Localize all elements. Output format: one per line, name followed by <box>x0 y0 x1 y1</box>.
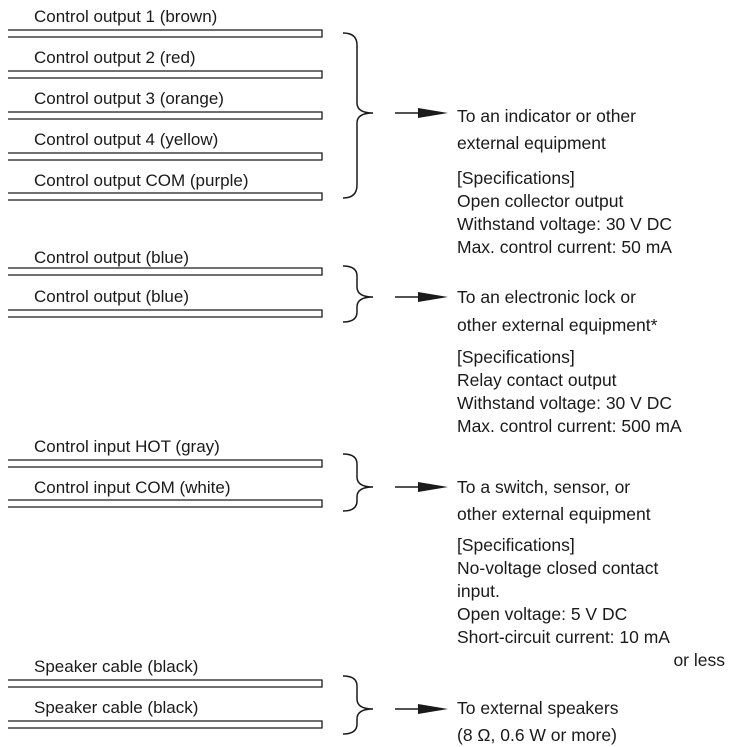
group-relay-outputs: Control output (blue) Control output (bl… <box>8 248 682 436</box>
spec-heading: [Specifications] <box>457 535 575 555</box>
group-brace <box>342 32 374 199</box>
wire-line <box>8 111 323 120</box>
arrow-head-icon <box>418 482 448 492</box>
group-control-inputs: Control input HOT (gray) Control input C… <box>8 437 725 670</box>
arrow-head-icon <box>418 292 448 302</box>
wire-line <box>8 309 323 318</box>
arrow-head-icon <box>418 704 448 714</box>
spec-line: input. <box>457 581 500 601</box>
destination-line: other external equipment <box>457 504 651 524</box>
wire-line <box>8 70 323 79</box>
group-brace <box>342 265 374 323</box>
wire-label: Control output 3 (orange) <box>34 89 224 108</box>
wire-label: Speaker cable (black) <box>34 698 198 717</box>
spec-heading: [Specifications] <box>457 347 575 367</box>
destination-line: To an indicator or other <box>457 106 636 126</box>
wire-line <box>8 720 323 729</box>
destination-line: external equipment <box>457 133 606 153</box>
group-brace <box>342 453 374 512</box>
spec-line: Max. control current: 50 mA <box>457 237 672 257</box>
spec-line: No-voltage closed contact <box>457 558 658 578</box>
group-brace <box>342 675 374 735</box>
wire-line <box>8 192 323 201</box>
group-control-outputs: Control output 1 (brown) Control output … <box>8 7 672 257</box>
spec-heading: [Specifications] <box>457 168 575 188</box>
spec-line: or less <box>673 650 725 670</box>
spec-line: Open voltage: 5 V DC <box>457 604 627 624</box>
wire-label: Control output 2 (red) <box>34 48 196 67</box>
wire-line <box>8 267 323 276</box>
destination-line: other external equipment* <box>457 315 658 335</box>
wire-label: Control input COM (white) <box>34 478 231 497</box>
wire-label: Control output (blue) <box>34 287 189 306</box>
spec-line: Open collector output <box>457 191 623 211</box>
spec-line: Relay contact output <box>457 370 617 390</box>
wire-line <box>8 679 323 688</box>
wire-line <box>8 499 323 508</box>
arrow-head-icon <box>418 108 448 118</box>
wire-line <box>8 29 323 38</box>
spec-line: Short-circuit current: 10 mA <box>457 627 670 647</box>
destination-line: To an electronic lock or <box>457 287 636 307</box>
spec-line: Max. control current: 500 mA <box>457 416 682 436</box>
wire-label: Control output COM (purple) <box>34 171 248 190</box>
wire-line <box>8 152 323 161</box>
wire-label: Control output 1 (brown) <box>34 7 217 26</box>
destination-line: To external speakers <box>457 698 619 718</box>
spec-line: Withstand voltage: 30 V DC <box>457 393 672 413</box>
group-speaker-cables: Speaker cable (black) Speaker cable (bla… <box>8 657 619 745</box>
wire-label: Control output 4 (yellow) <box>34 130 218 149</box>
destination-line: (8 Ω, 0.6 W or more) <box>457 725 617 745</box>
wire-label: Control input HOT (gray) <box>34 437 220 456</box>
wire-label: Speaker cable (black) <box>34 657 198 676</box>
wire-line <box>8 459 323 468</box>
wire-label: Control output (blue) <box>34 248 189 267</box>
destination-line: To a switch, sensor, or <box>457 477 630 497</box>
spec-line: Withstand voltage: 30 V DC <box>457 214 672 234</box>
